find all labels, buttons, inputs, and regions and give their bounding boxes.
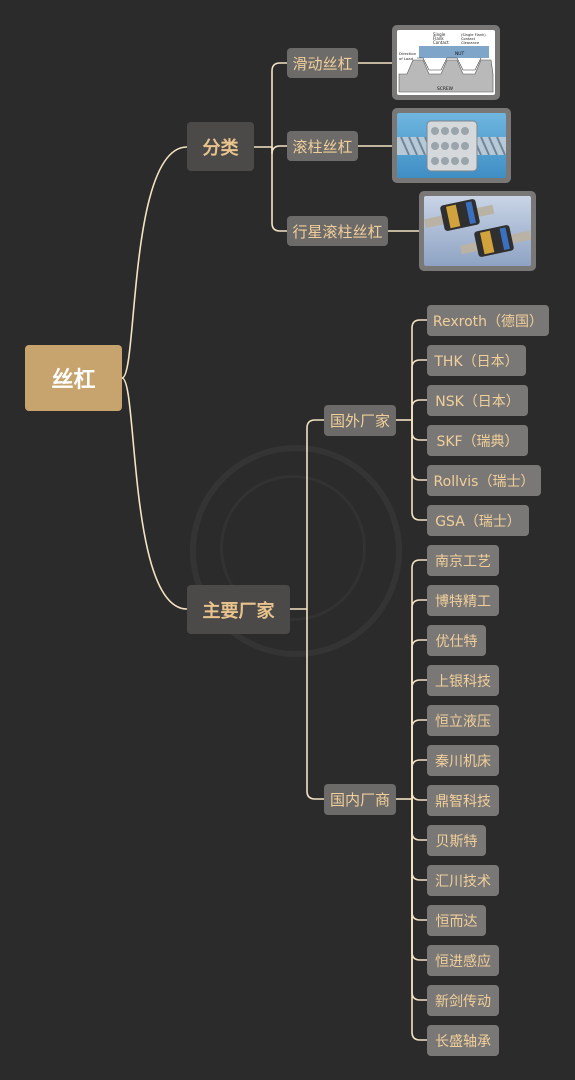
maker-label: 秦川机床 [435,753,491,770]
svg-text:Single: Single [433,32,446,37]
maker-label: THK（日本） [434,353,519,370]
connector-domestic-items [411,791,427,801]
svg-text:of Load: of Load [399,56,414,61]
maker-label: NSK（日本） [435,393,520,410]
domestic-maker-item[interactable]: 长盛轴承 [427,1025,499,1056]
connector-foreign-items [411,420,427,481]
ball-screw-cutaway-image [392,108,511,183]
category-roller-screw[interactable]: 滚柱丝杠 [287,131,358,161]
domestic-maker-item[interactable]: 秦川机床 [427,745,499,776]
domestic-maker-item[interactable]: 鼎智科技 [427,785,499,816]
maker-label: 恒进感应 [435,953,491,970]
sliding-screw-diagram-image: Single Flank Contact (Single Flank) Cont… [392,25,500,100]
maker-label: 新剑传动 [435,993,491,1010]
category-label: 滚柱丝杠 [292,137,353,156]
connector-foreign-items [411,420,427,521]
connector-domestic-items [411,719,427,799]
connector-maker-groups [306,419,324,609]
connector-foreign-items [411,399,427,420]
branch-classify-label: 分类 [202,137,239,159]
domestic-maker-item[interactable]: 优仕特 [427,625,486,656]
connector-domestic-items [411,679,427,799]
maker-label: 恒立液压 [435,713,491,730]
domestic-maker-item[interactable]: 恒进感应 [427,945,499,976]
svg-text:Direction: Direction [399,51,417,56]
domestic-maker-item[interactable]: 汇川技术 [427,865,499,896]
svg-text:Clearance: Clearance [461,41,480,45]
foreign-maker-item[interactable]: Rollvis（瑞士） [427,465,541,496]
connector-domestic-items [411,799,427,1001]
foreign-maker-item[interactable]: GSA（瑞士） [427,505,529,536]
category-sliding-screw[interactable]: 滑动丝杠 [287,48,358,78]
maker-label: 博特精工 [435,593,491,610]
svg-text:NUT: NUT [455,51,464,57]
branch-makers[interactable]: 主要厂家 [187,585,290,634]
connector-domestic-items [411,799,427,1041]
maker-label: 优仕特 [435,633,478,650]
branch-classify[interactable]: 分类 [187,122,254,171]
domestic-maker-item[interactable]: 恒而达 [427,905,486,936]
maker-label: 上银科技 [435,673,491,690]
connector-domestic-items [411,599,427,799]
connector-foreign-items [411,359,427,420]
maker-label: 恒而达 [435,913,478,930]
connector-root-classify [121,146,188,379]
maker-label: SKF（瑞典） [436,433,519,450]
foreign-maker-item[interactable]: THK（日本） [427,345,526,376]
maker-label: Rexroth（德国） [432,313,544,330]
domestic-maker-item[interactable]: 贝斯特 [427,825,486,856]
foreign-maker-item[interactable]: NSK（日本） [427,385,528,416]
root-node[interactable]: 丝杠 [25,345,122,411]
connector-maker-groups [306,609,324,800]
category-planetary-roller-screw[interactable]: 行星滚柱丝杠 [287,216,388,246]
maker-label: 南京工艺 [435,553,491,570]
svg-text:(Single Flank): (Single Flank) [461,33,486,37]
maker-label: 汇川技术 [435,873,491,890]
svg-text:SCREW: SCREW [437,86,454,92]
connector-domestic-items [411,759,427,799]
maker-label: 长盛轴承 [435,1033,491,1050]
group-domestic-makers[interactable]: 国内厂商 [324,784,396,815]
root-label: 丝杠 [51,368,96,393]
domestic-maker-item[interactable]: 新剑传动 [427,985,499,1016]
domestic-maker-item[interactable]: 博特精工 [427,585,499,616]
foreign-maker-item[interactable]: Rexroth（德国） [427,305,549,336]
connector-domestic-items [411,799,427,921]
maker-label: 贝斯特 [435,833,478,850]
svg-text:Contact: Contact [433,40,449,45]
foreign-maker-item[interactable]: SKF（瑞典） [427,425,528,456]
connector-domestic-items [411,799,427,841]
connector-domestic-items [411,559,427,799]
domestic-maker-item[interactable]: 恒立液压 [427,705,499,736]
category-label: 行星滚柱丝杠 [292,222,383,241]
watermark-seal [190,445,402,657]
connector-categories [271,62,287,147]
maker-label: GSA（瑞士） [435,513,521,530]
group-label: 国内厂商 [329,791,390,809]
connector-categories [271,147,287,232]
maker-label: 鼎智科技 [435,793,491,810]
connector-domestic-items [411,639,427,799]
connector-categories [271,145,287,155]
connector-root-makers [121,377,188,610]
category-label: 滑动丝杠 [292,54,353,73]
branch-makers-label: 主要厂家 [202,600,275,622]
domestic-maker-item[interactable]: 上银科技 [427,665,499,696]
connector-foreign-items [411,319,427,420]
svg-text:Flank: Flank [433,36,444,41]
svg-text:Contact: Contact [461,37,476,41]
maker-label: Rollvis（瑞士） [433,473,535,490]
connector-foreign-items [411,420,427,441]
group-label: 国外厂家 [329,412,390,430]
planetary-roller-screw-image [419,191,536,271]
group-foreign-makers[interactable]: 国外厂家 [324,405,396,436]
domestic-maker-item[interactable]: 南京工艺 [427,545,499,576]
